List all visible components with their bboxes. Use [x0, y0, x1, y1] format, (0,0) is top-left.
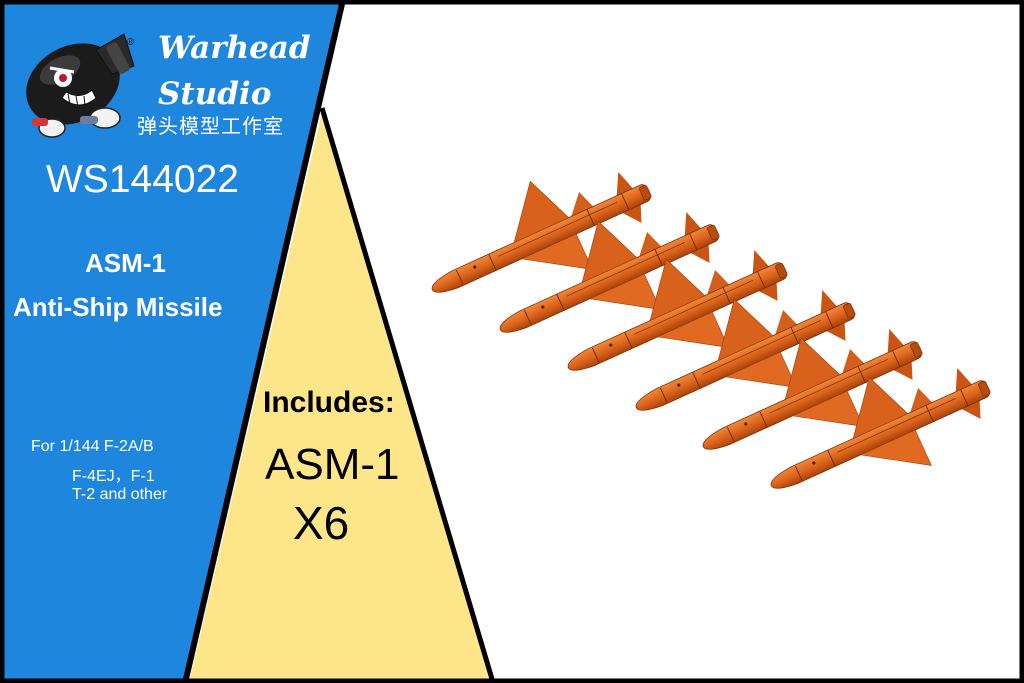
brand-name-line1: Warhead: [158, 30, 311, 66]
fits-line3: T-2 and other: [72, 486, 168, 503]
product-name-line2: Anti-Ship Missile: [13, 292, 223, 322]
fits-line1: For 1/144 F-2A/B: [31, 438, 154, 455]
includes-quantity: X6: [293, 497, 350, 549]
yellow-triangle: [190, 112, 490, 679]
brand-name-line2: Studio: [158, 76, 272, 112]
brand-name-chinese: 弹头模型工作室: [137, 114, 284, 138]
product-code: WS144022: [46, 158, 239, 201]
mascot-logo: [26, 33, 135, 138]
product-name-line1: ASM-1: [85, 248, 166, 278]
registered-mark: ®: [126, 38, 135, 48]
includes-label: Includes:: [263, 386, 395, 419]
includes-item: ASM-1: [265, 440, 400, 489]
fits-line2: F-4EJ，F-1: [72, 468, 155, 485]
blue-panel: [4, 4, 340, 679]
